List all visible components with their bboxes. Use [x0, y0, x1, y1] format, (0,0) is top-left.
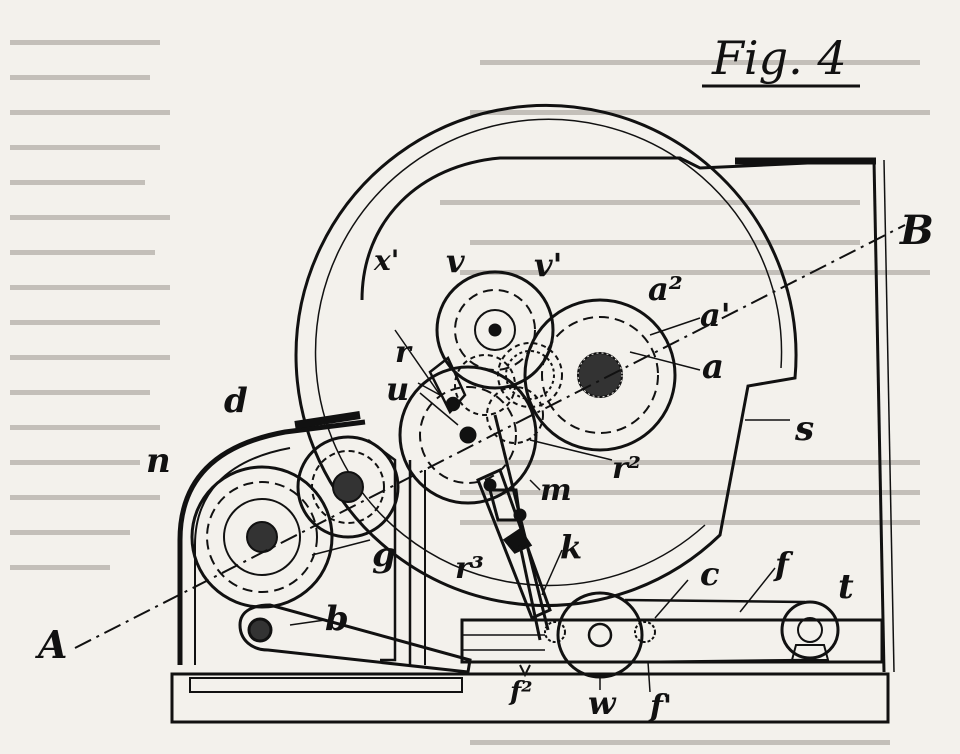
- gear-v: [435, 270, 555, 390]
- label-A: A: [35, 622, 67, 667]
- gear-teeth: [454, 342, 563, 444]
- lever-b: [238, 603, 472, 674]
- figure-title: Fig. 4: [711, 31, 847, 85]
- label-t: t: [838, 567, 854, 607]
- label-n: n: [146, 441, 171, 481]
- label-a1: a': [700, 296, 731, 334]
- label-B: B: [899, 207, 934, 254]
- drum-s: [294, 104, 798, 607]
- belt-f: [624, 598, 809, 664]
- leader-lines: [289, 317, 790, 693]
- pawl-x: [428, 356, 467, 415]
- label-k: k: [560, 528, 582, 566]
- gear-a: [523, 298, 677, 452]
- label-u: u: [386, 370, 409, 408]
- bleed-through-text: [10, 40, 930, 745]
- label-r3: r³: [455, 551, 484, 586]
- label-r: r: [395, 335, 413, 370]
- lever-m: [476, 414, 552, 641]
- pulley-t: [780, 600, 840, 661]
- section-line: [74, 224, 906, 649]
- label-a2: a²: [648, 270, 683, 308]
- left-housing: [177, 411, 426, 665]
- component-labels: B A s a a' a² v v' x' r u r² m r³ k d n …: [35, 207, 934, 724]
- label-f1: f': [648, 689, 672, 724]
- base-platform: [170, 618, 890, 724]
- roller-w: [556, 591, 644, 679]
- label-x1: x': [373, 244, 399, 277]
- label-w: w: [588, 684, 617, 722]
- label-r2: r²: [612, 451, 641, 486]
- label-b: b: [325, 599, 349, 639]
- label-s: s: [794, 409, 814, 449]
- label-a: a: [702, 347, 724, 387]
- label-m: m: [540, 473, 572, 508]
- label-v1: v': [534, 246, 562, 284]
- label-f: f: [773, 545, 794, 583]
- label-v: v: [446, 242, 465, 280]
- gear-g: [296, 435, 400, 539]
- label-d: d: [224, 381, 248, 421]
- label-f2: f²: [508, 677, 533, 707]
- label-g: g: [372, 535, 396, 575]
- casing: [360, 156, 895, 673]
- label-c: c: [700, 555, 719, 593]
- springs: [519, 621, 656, 678]
